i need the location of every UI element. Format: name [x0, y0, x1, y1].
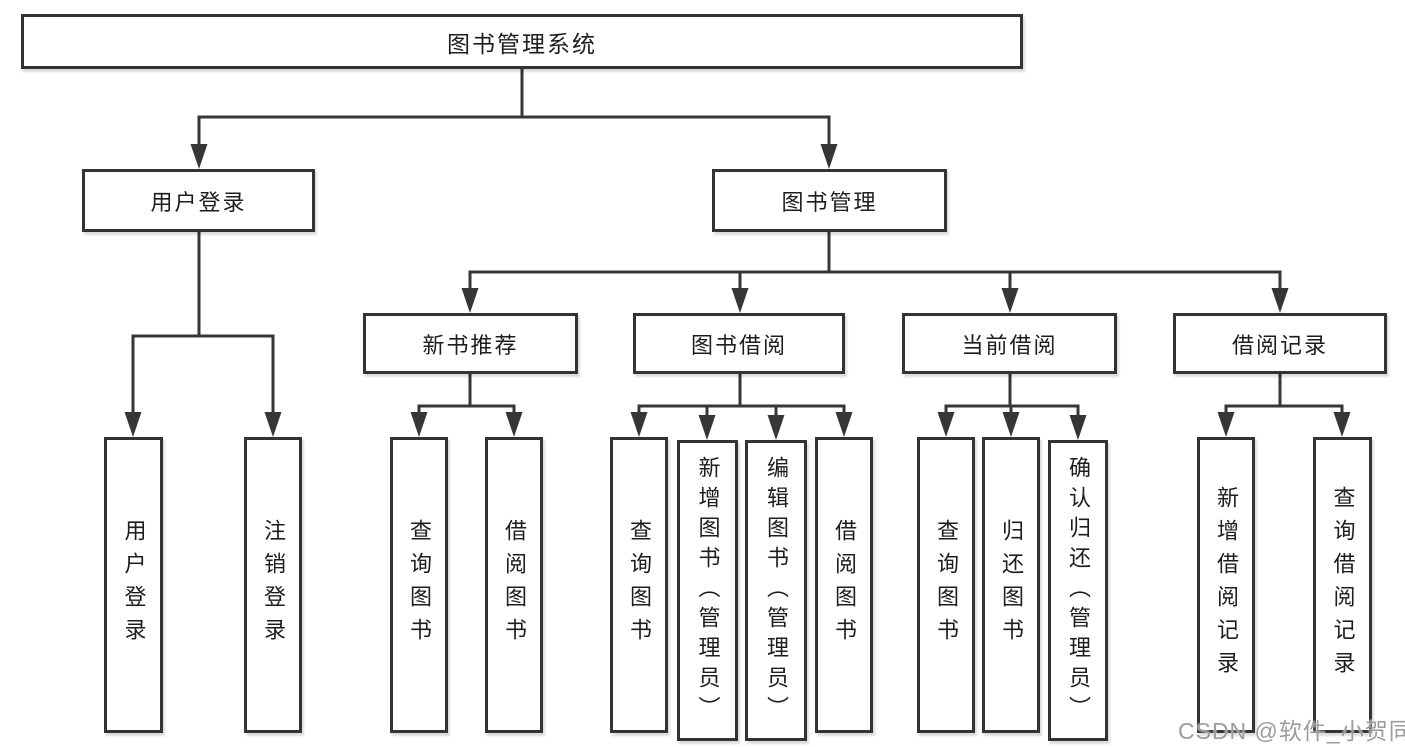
leaf-borrow-books-1: 借阅图书 [485, 437, 543, 733]
node-library-management-system: 图书管理系统 [21, 14, 1023, 69]
arrowheads [124, 144, 1351, 440]
leaf-add-borrow-record: 新增借阅记录 [1197, 437, 1255, 733]
node-label: 当前借阅 [961, 332, 1058, 358]
node-label: 借阅图书 [832, 519, 857, 651]
node-user-login: 用户登录 [82, 169, 315, 232]
leaf-borrow-books-2: 借阅图书 [815, 437, 873, 733]
node-label: 确认归还（管理员） [1066, 455, 1091, 726]
node-label: 查询借阅记录 [1330, 486, 1356, 684]
node-label: 图书借阅 [690, 332, 787, 358]
leaf-return-books: 归还图书 [982, 437, 1040, 733]
node-label: 新书推荐 [422, 332, 519, 358]
node-label: 编辑图书（管理员） [764, 455, 789, 726]
node-book-management: 图书管理 [712, 169, 947, 232]
node-label: 注销登录 [261, 519, 286, 651]
leaf-query-books-2: 查询图书 [610, 437, 668, 733]
node-label: 查询图书 [934, 519, 959, 651]
node-label: 查询图书 [627, 519, 652, 651]
leaf-user-login: 用户登录 [104, 437, 163, 733]
leaf-edit-books-admin: 编辑图书（管理员） [745, 440, 807, 741]
node-book-borrowing: 图书借阅 [633, 313, 845, 374]
leaf-add-books-admin: 新增图书（管理员） [677, 440, 738, 741]
node-label: 用户登录 [150, 189, 247, 215]
leaf-confirm-return-admin: 确认归还（管理员） [1048, 440, 1108, 741]
node-new-book-recommendation: 新书推荐 [363, 313, 578, 374]
node-current-borrowing: 当前借阅 [902, 313, 1117, 374]
leaf-query-books-3: 查询图书 [917, 437, 975, 733]
leaf-query-books-1: 查询图书 [390, 437, 448, 733]
node-label: 归还图书 [999, 519, 1024, 651]
node-label: 查询图书 [407, 519, 432, 651]
leaf-query-borrow-record: 查询借阅记录 [1313, 437, 1372, 733]
leaf-logout: 注销登录 [244, 437, 302, 733]
node-label: 用户登录 [121, 519, 147, 651]
node-label: 借阅记录 [1231, 332, 1328, 358]
node-label: 新增借阅记录 [1214, 486, 1239, 684]
node-label: 借阅图书 [502, 519, 527, 651]
node-borrowing-records: 借阅记录 [1173, 313, 1387, 374]
node-label: 新增图书（管理员） [695, 455, 721, 726]
csdn-watermark: CSDN @软件_小贺同学 [1178, 718, 1405, 744]
node-label: 图书管理 [781, 189, 878, 215]
node-label: 图书管理系统 [447, 30, 597, 57]
